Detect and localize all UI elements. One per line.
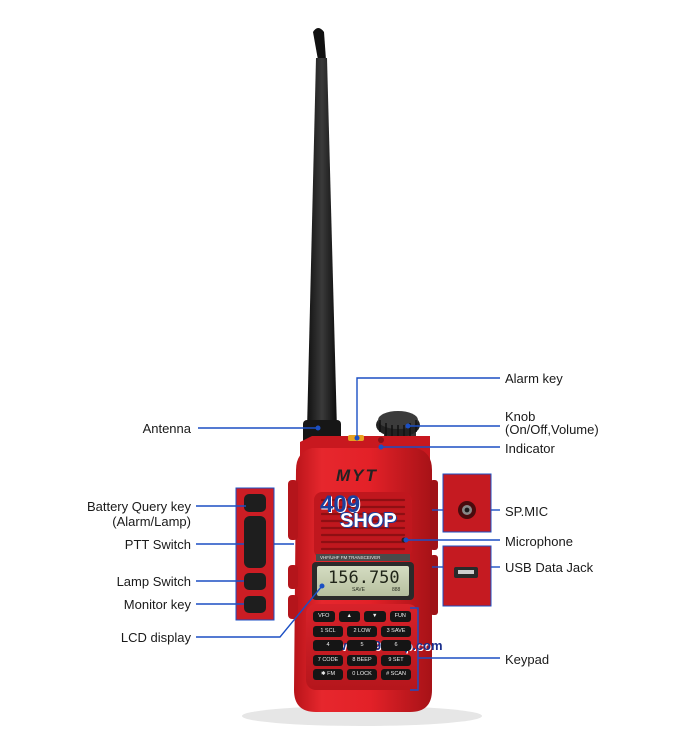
keypad-key[interactable]: FUN	[389, 611, 411, 622]
lcd-frequency: 156.750	[328, 568, 400, 588]
label-antenna: Antenna	[142, 421, 191, 436]
keypad-key[interactable]: 4	[313, 640, 343, 651]
callout-lines	[196, 377, 500, 691]
sp-mic-inset	[442, 473, 492, 533]
label-alarm-key: Alarm key	[505, 371, 563, 386]
keypad-key[interactable]: 0 LOCK	[347, 669, 377, 680]
label-knob-sub: (On/Off,Volume)	[505, 422, 599, 437]
keypad-key[interactable]: 7 CODE	[313, 654, 343, 666]
keypad-key[interactable]: VFO	[313, 611, 335, 622]
lcd-display	[312, 562, 414, 600]
label-battery-query-key-sub: (Alarm/Lamp)	[112, 514, 191, 529]
keypad-key[interactable]: # SCAN	[381, 669, 411, 680]
keypad-key[interactable]: 9 SET	[381, 654, 411, 666]
keypad-key[interactable]: 1 SCL	[313, 625, 343, 637]
lcd-mode-indicator: SAVE	[352, 587, 365, 593]
label-ptt-switch: PTT Switch	[124, 537, 191, 552]
keypad-key[interactable]: 3 SAVE	[381, 625, 411, 637]
label-keypad: Keypad	[505, 652, 550, 667]
keypad-key[interactable]: 5	[347, 640, 377, 651]
antenna	[303, 28, 341, 444]
label-microphone: Microphone	[505, 534, 573, 549]
label-sp-mic: SP.MIC	[505, 504, 549, 519]
keypad-key[interactable]: ▲	[338, 611, 360, 622]
label-knob: Knob	[505, 409, 536, 424]
label-lamp-switch: Lamp Switch	[116, 574, 191, 589]
label-battery-query-key: Battery Query key	[86, 499, 191, 514]
label-indicator: Indicator	[505, 441, 555, 456]
side-keys-inset	[235, 487, 275, 621]
lcd-channel-indicator: 888	[392, 587, 401, 593]
model-text: VHF/UHF FM TRANSCEIVER	[320, 555, 381, 560]
label-usb-data-jack: USB Data Jack	[505, 560, 594, 575]
keypad-key[interactable]: ▼	[364, 611, 386, 622]
watermark-word: SHOP	[340, 510, 397, 532]
label-monitor-key: Monitor key	[123, 597, 191, 612]
label-lcd-display: LCD display	[120, 630, 191, 645]
keypad-key[interactable]: 8 BEEP	[347, 654, 377, 666]
usb-inset	[442, 545, 492, 607]
keypad-key[interactable]: 6	[381, 640, 411, 651]
keypad-key[interactable]: 2 LOW	[347, 625, 377, 637]
speaker-grille	[314, 492, 412, 558]
brand-logo: MYT	[336, 466, 378, 485]
watermark-number: 409	[320, 491, 361, 518]
keypad-key[interactable]: ✱ FM	[313, 669, 343, 680]
